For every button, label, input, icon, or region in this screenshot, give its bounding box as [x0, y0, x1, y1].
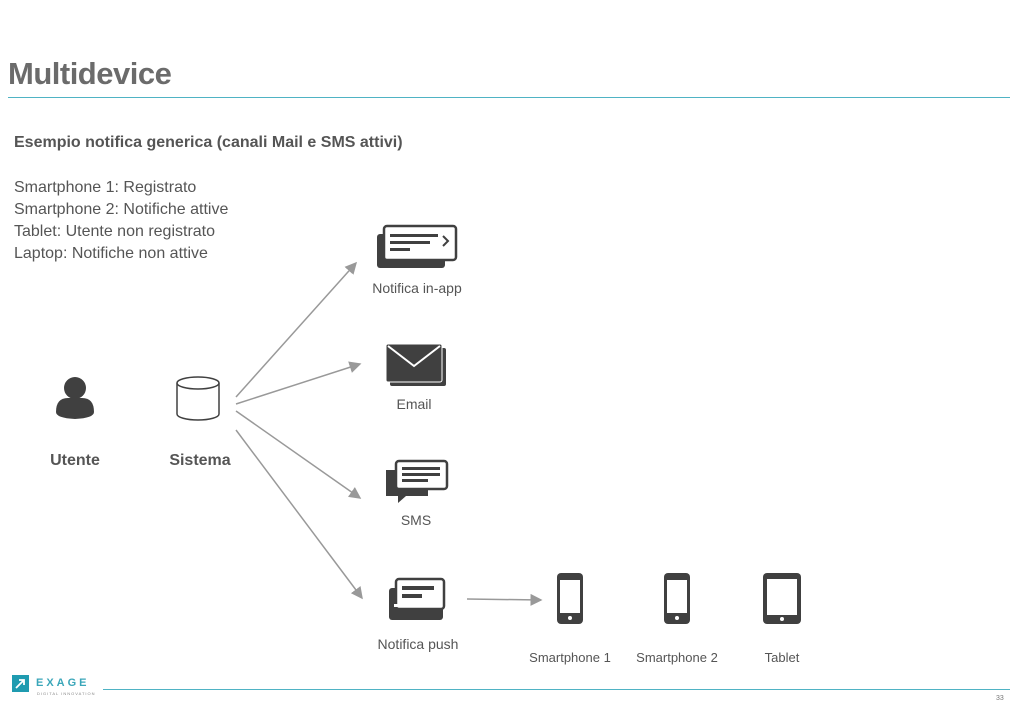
node-label-user: Utente	[50, 452, 100, 469]
status-line-smartphone-2: Smartphone 2: Notifiche attive	[14, 201, 229, 218]
email-icon	[385, 343, 446, 386]
node-label-sms: SMS	[400, 512, 432, 528]
device-label-smartphone-1: Smartphone 1	[529, 650, 611, 665]
page-title: Multidevice	[8, 56, 172, 91]
database-icon	[176, 376, 220, 421]
user-icon	[56, 377, 94, 419]
subtitle: Esempio notifica generica (canali Mail e…	[14, 134, 403, 151]
arrow-push-to-devices	[466, 593, 543, 606]
device-label-smartphone-2: Smartphone 2	[636, 650, 718, 665]
title-divider	[8, 97, 1010, 98]
logo-wordmark: EXAGE	[36, 677, 90, 689]
node-label-inapp: Notifica in-app	[372, 280, 462, 296]
tablet-icon	[763, 573, 801, 624]
arrow-to-push	[235, 429, 363, 600]
device-label-tablet: Tablet	[764, 650, 800, 665]
arrow-to-email	[235, 361, 362, 405]
inapp-notification-icon	[377, 224, 458, 268]
arrow-to-sms	[235, 410, 362, 499]
node-label-push: Notifica push	[377, 636, 459, 652]
logo-tagline: DIGITAL INNOVATION	[37, 691, 96, 696]
push-notification-icon	[389, 577, 446, 620]
node-label-system: Sistema	[169, 452, 231, 469]
page-number: 33	[996, 695, 1004, 702]
arrow-to-inapp	[235, 261, 358, 398]
smartphone-2-icon	[664, 573, 690, 624]
footer-divider	[103, 689, 1010, 690]
exage-logo-icon	[12, 675, 29, 692]
status-line-tablet: Tablet: Utente non registrato	[14, 223, 216, 240]
node-label-email: Email	[396, 396, 432, 412]
status-line-smartphone-1: Smartphone 1: Registrato	[14, 179, 197, 196]
smartphone-1-icon	[557, 573, 583, 624]
status-line-laptop: Laptop: Notifiche non attive	[14, 245, 208, 262]
sms-icon	[386, 459, 449, 503]
